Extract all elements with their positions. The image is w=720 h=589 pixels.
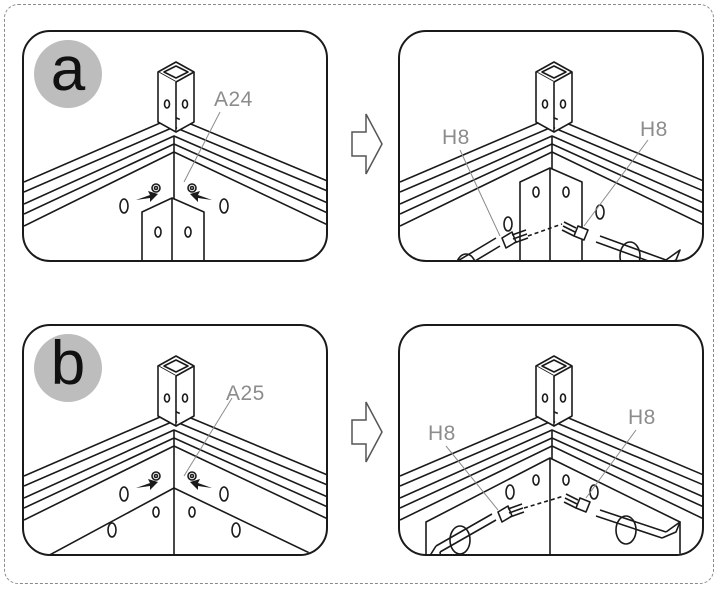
rotate-icon	[619, 241, 641, 260]
screw-label-h8-right: H8	[640, 118, 668, 141]
arrow-right-icon	[351, 401, 383, 463]
step-b-badge: b	[34, 333, 102, 402]
instruction-frame	[4, 4, 714, 584]
post-icon	[157, 355, 195, 427]
hex-key-icon	[457, 237, 501, 260]
step-a-before-drawing	[24, 61, 326, 260]
screw-label-h8-right: H8	[628, 406, 656, 429]
part-label-a24: A24	[214, 88, 253, 111]
step-a-after-drawing	[400, 61, 702, 260]
step-b-after-drawing	[400, 355, 702, 554]
screw-icon	[561, 221, 589, 241]
screw-label-h8-left: H8	[442, 126, 470, 149]
rotate-icon	[615, 515, 637, 545]
step-b-before-drawing	[24, 355, 326, 554]
step-a-badge: a	[34, 39, 102, 108]
rotate-icon	[449, 525, 471, 554]
step-b-after-panel: H8 H8	[398, 324, 704, 556]
step-a-before-panel: a A24	[22, 30, 328, 262]
hex-key-icon	[430, 513, 497, 554]
step-b-before-panel: b A25	[22, 324, 328, 556]
step-a-after-panel: H8 H8	[398, 30, 704, 262]
arrow-right-icon	[351, 113, 383, 175]
screw-icon	[563, 493, 591, 513]
post-icon	[535, 355, 573, 427]
post-icon	[157, 61, 195, 133]
post-icon	[535, 61, 573, 133]
part-label-a25: A25	[226, 382, 265, 405]
rotate-icon	[456, 253, 476, 260]
screw-icon	[501, 229, 529, 249]
hex-key-icon	[595, 235, 681, 260]
screw-icon	[497, 503, 525, 523]
screw-label-h8-left: H8	[428, 422, 456, 445]
